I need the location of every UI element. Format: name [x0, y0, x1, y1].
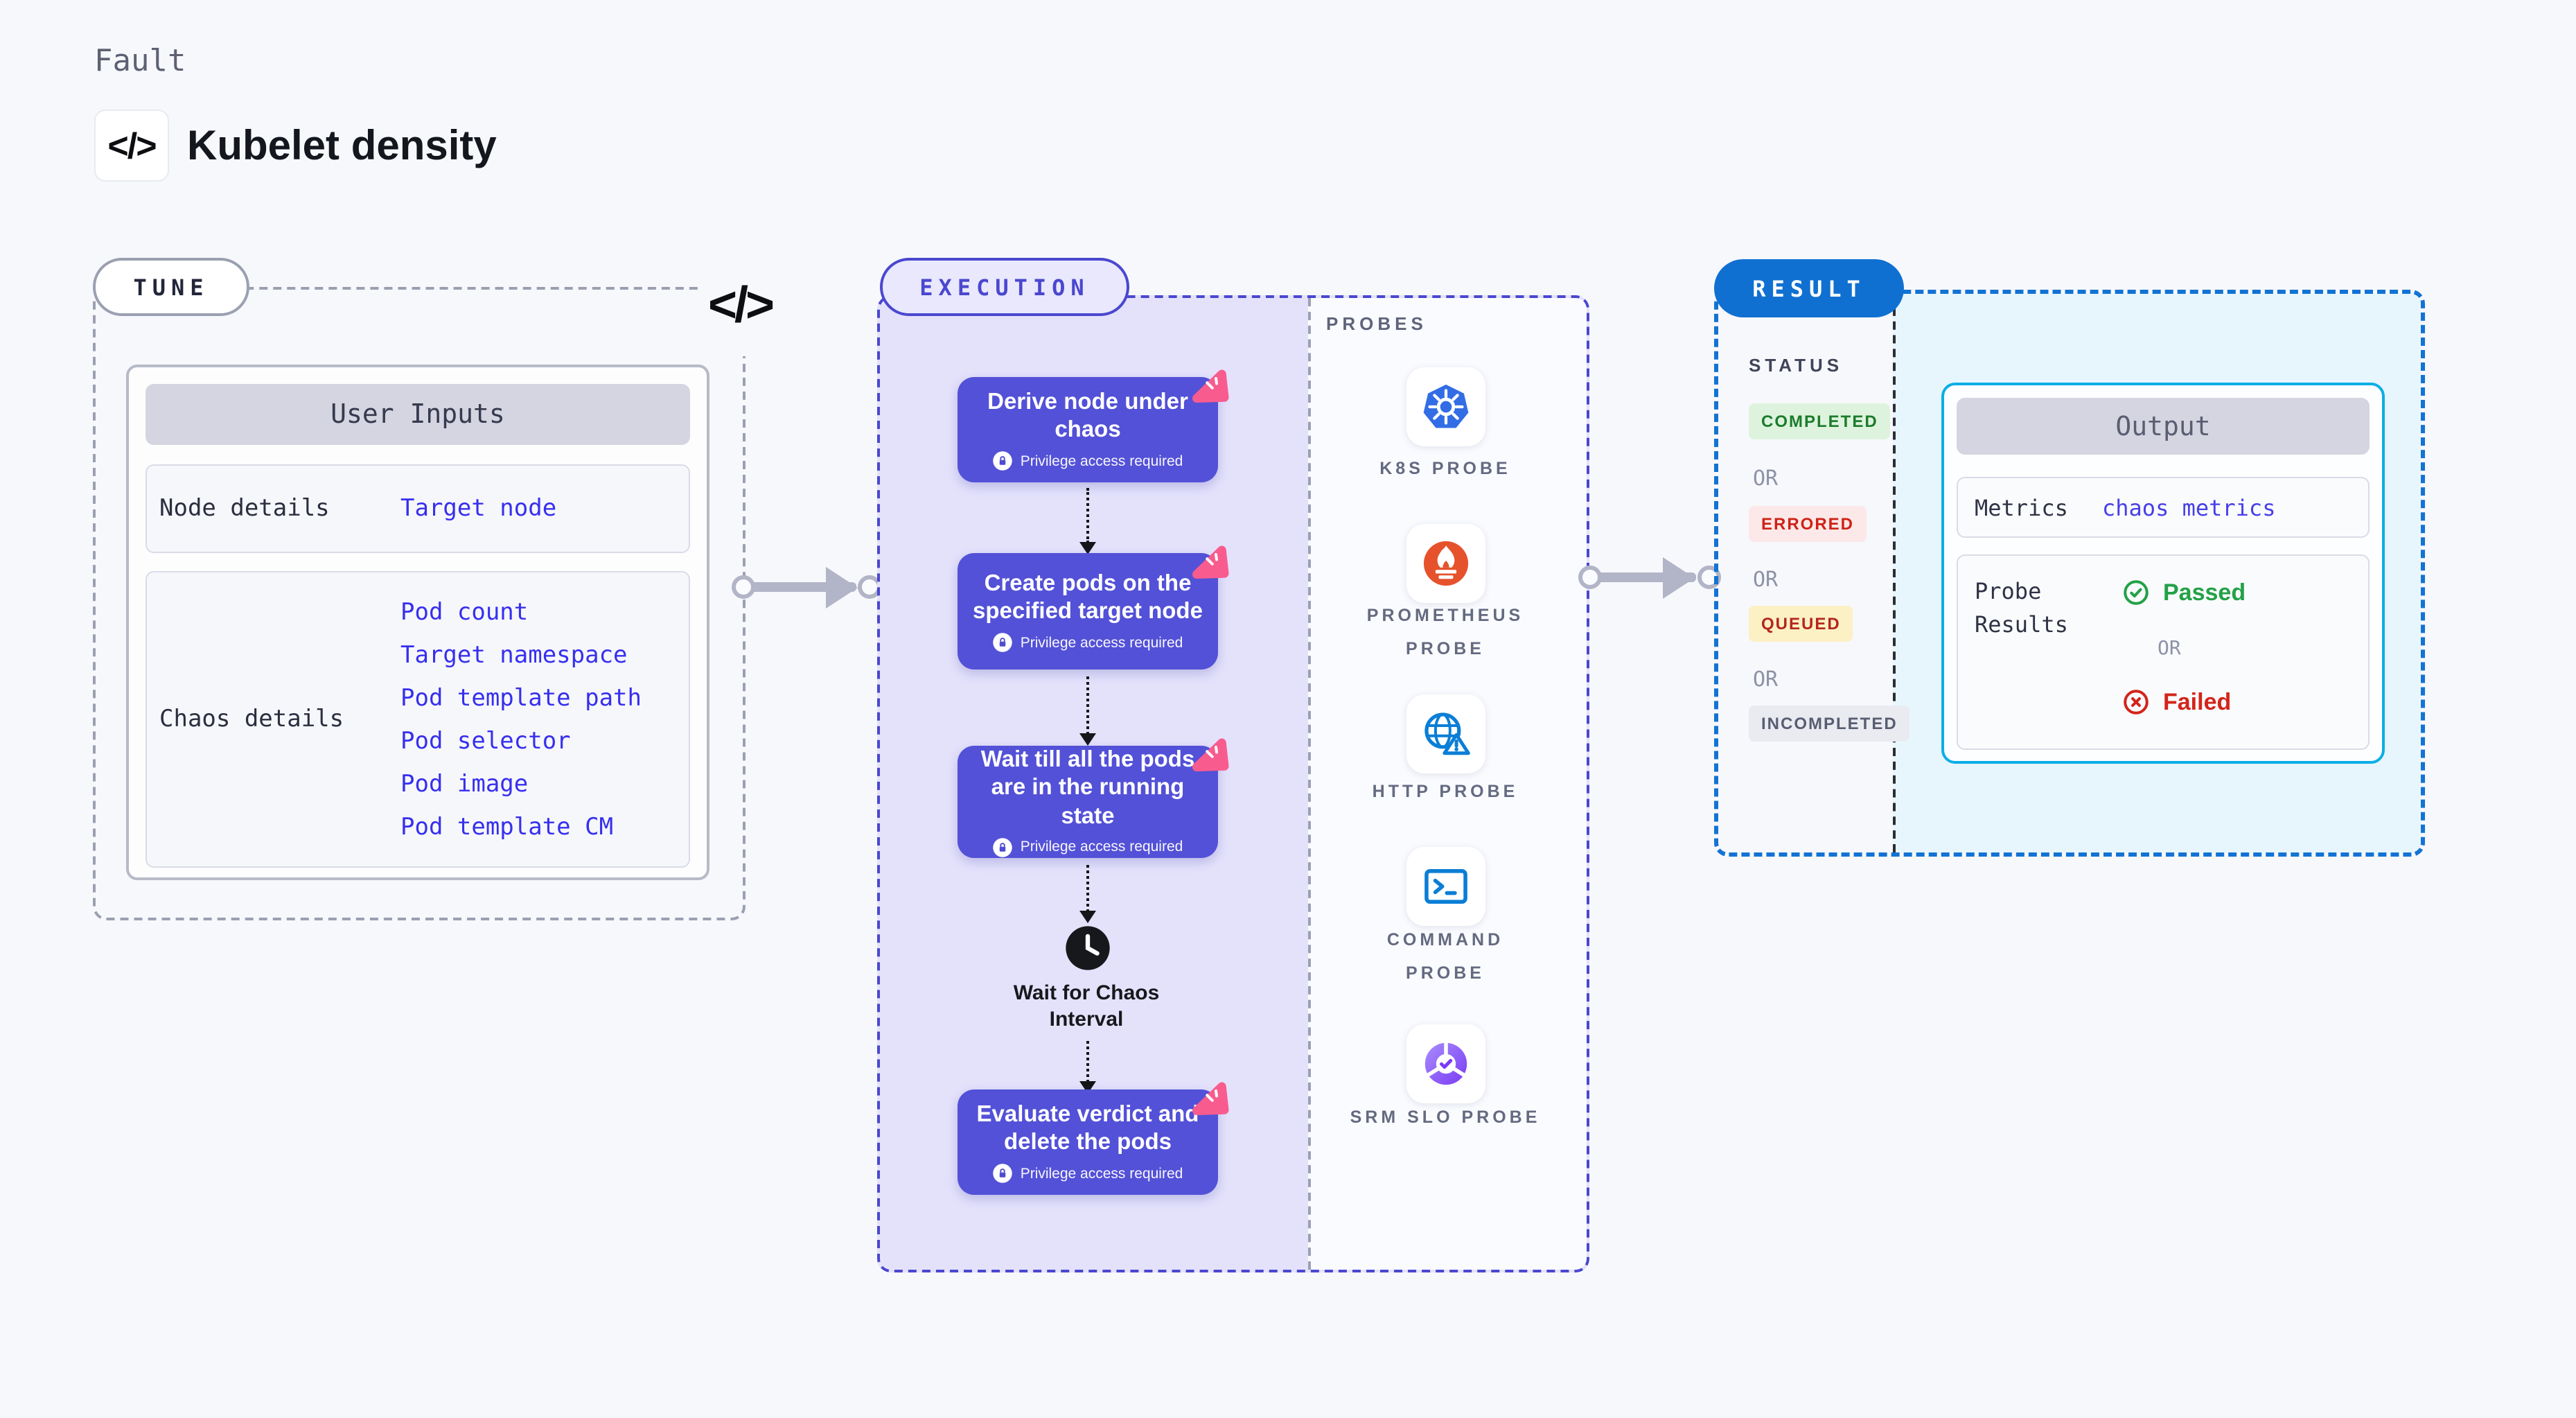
- step-connector-arrow: [1079, 676, 1096, 746]
- lock-icon: [993, 633, 1013, 652]
- tune-section-box: [93, 287, 746, 920]
- or-separator: OR: [2158, 638, 2181, 660]
- execution-step: Evaluate verdict and delete the pods Pri…: [958, 1082, 1229, 1195]
- step-title: Evaluate verdict and delete the pods: [976, 1101, 1199, 1155]
- chaos-badge-icon: [1192, 545, 1229, 579]
- status-heading: STATUS: [1749, 355, 1844, 376]
- probes-panel: [1308, 298, 1587, 1270]
- lock-icon: [993, 837, 1013, 857]
- privilege-note: Privilege access required: [1020, 453, 1183, 470]
- row-label: Node details: [159, 495, 330, 523]
- prometheus-icon: [1423, 541, 1469, 586]
- execution-pill: EXECUTION: [880, 258, 1129, 316]
- probe-label: COMMAND PROBE: [1386, 930, 1504, 983]
- step-connector-arrow: [1079, 488, 1096, 554]
- probe-card: [1406, 847, 1485, 926]
- failed-row: Failed: [2121, 688, 2231, 717]
- wait-interval-label: Wait for Chaos Interval: [1013, 981, 1160, 1031]
- probe-card: [1406, 367, 1485, 446]
- execution-step: Create pods on the specified target node…: [958, 545, 1229, 669]
- status-badge: ERRORED: [1749, 506, 1867, 542]
- passed-row: Passed: [2121, 578, 2246, 607]
- output-header: Output: [1957, 398, 2370, 455]
- tune-pill: TUNE: [93, 258, 249, 316]
- http-globe-icon: [1424, 712, 1470, 755]
- probe-label: K8S PROBE: [1379, 459, 1511, 478]
- status-badge: QUEUED: [1749, 606, 1853, 642]
- or-separator: OR: [1753, 667, 1779, 692]
- fault-eyebrow: Fault: [94, 44, 186, 79]
- slo-pie-icon: [1424, 1041, 1467, 1085]
- probe-label: SRM SLO PROBE: [1350, 1108, 1541, 1127]
- lock-icon: [993, 1164, 1013, 1183]
- passed-label: Passed: [2163, 579, 2246, 605]
- check-circle-icon: [2124, 580, 2149, 605]
- chaos-badge-icon: [1192, 369, 1229, 403]
- chaos-badge-icon: [1192, 738, 1229, 771]
- chaos-metrics-link[interactable]: chaos metrics: [2102, 494, 2276, 520]
- doc-link[interactable]: Pod template path: [400, 684, 642, 712]
- privilege-note: Privilege access required: [1020, 839, 1183, 856]
- probe-card: [1406, 1024, 1485, 1103]
- step-connector-arrow: [1079, 1041, 1096, 1094]
- doc-link[interactable]: Pod selector: [400, 727, 571, 755]
- status-badge: INCOMPLETED: [1749, 706, 1910, 742]
- user-inputs-header: User Inputs: [145, 384, 690, 445]
- table-row: Chaos details Pod count Target namespace…: [145, 571, 690, 868]
- probe-card: [1406, 694, 1485, 773]
- flow-arrowhead: [1663, 557, 1695, 599]
- probe-card: [1406, 524, 1485, 603]
- flow-arrowhead: [826, 567, 858, 609]
- privilege-note: Privilege access required: [1020, 1165, 1183, 1182]
- privilege-note: Privilege access required: [1020, 634, 1183, 651]
- result-pill: RESULT: [1714, 259, 1904, 317]
- probe-results-row: Probe Results Passed OR Failed: [1957, 554, 2370, 750]
- doc-link[interactable]: Pod image: [400, 770, 529, 798]
- or-separator: OR: [1753, 466, 1779, 491]
- doc-link[interactable]: Target namespace: [400, 641, 628, 669]
- or-separator: OR: [1753, 567, 1779, 592]
- code-icon: </>: [94, 110, 169, 182]
- tune-code-icon: </>: [700, 254, 780, 356]
- output-card: Output Metrics chaos metrics Probe Resul…: [1941, 383, 2385, 764]
- probe-label: PROMETHEUS PROBE: [1366, 606, 1524, 659]
- step-title: Wait till all the pods are in the runnin…: [980, 747, 1195, 829]
- step-connector-arrow: [1079, 865, 1096, 923]
- metrics-label: Metrics: [1975, 494, 2068, 520]
- probe-label: HTTP PROBE: [1372, 782, 1519, 801]
- status-badge: COMPLETED: [1749, 403, 1891, 439]
- doc-link[interactable]: Pod template CM: [400, 813, 614, 841]
- metrics-row: Metrics chaos metrics: [1957, 477, 2370, 538]
- step-title: Create pods on the specified target node: [973, 570, 1203, 624]
- connector-dot: [732, 575, 755, 599]
- probes-heading: PROBES: [1326, 313, 1427, 334]
- probe-results-label: Probe Results: [1975, 578, 2068, 638]
- chaos-badge-icon: [1192, 1082, 1229, 1115]
- doc-link[interactable]: Target node: [400, 495, 557, 523]
- connector-dot: [1578, 566, 1602, 589]
- doc-link[interactable]: Pod count: [400, 598, 529, 626]
- page-title: Kubelet density: [187, 123, 497, 169]
- row-label: Chaos details: [159, 706, 344, 733]
- clock-icon: [1066, 926, 1110, 970]
- execution-step: Derive node under chaos Privilege access…: [958, 369, 1229, 482]
- kubernetes-icon: [1423, 384, 1469, 428]
- table-row: Node details Target node: [145, 464, 690, 553]
- execution-step: Wait till all the pods are in the runnin…: [958, 738, 1229, 858]
- x-circle-icon: [2124, 690, 2149, 715]
- lock-icon: [993, 451, 1013, 471]
- execution-section-box: [877, 295, 1589, 1272]
- step-title: Derive node under chaos: [987, 389, 1188, 442]
- failed-label: Failed: [2163, 688, 2232, 715]
- terminal-icon: [1424, 869, 1467, 904]
- user-inputs-table: User Inputs Node details Target node Cha…: [126, 365, 709, 880]
